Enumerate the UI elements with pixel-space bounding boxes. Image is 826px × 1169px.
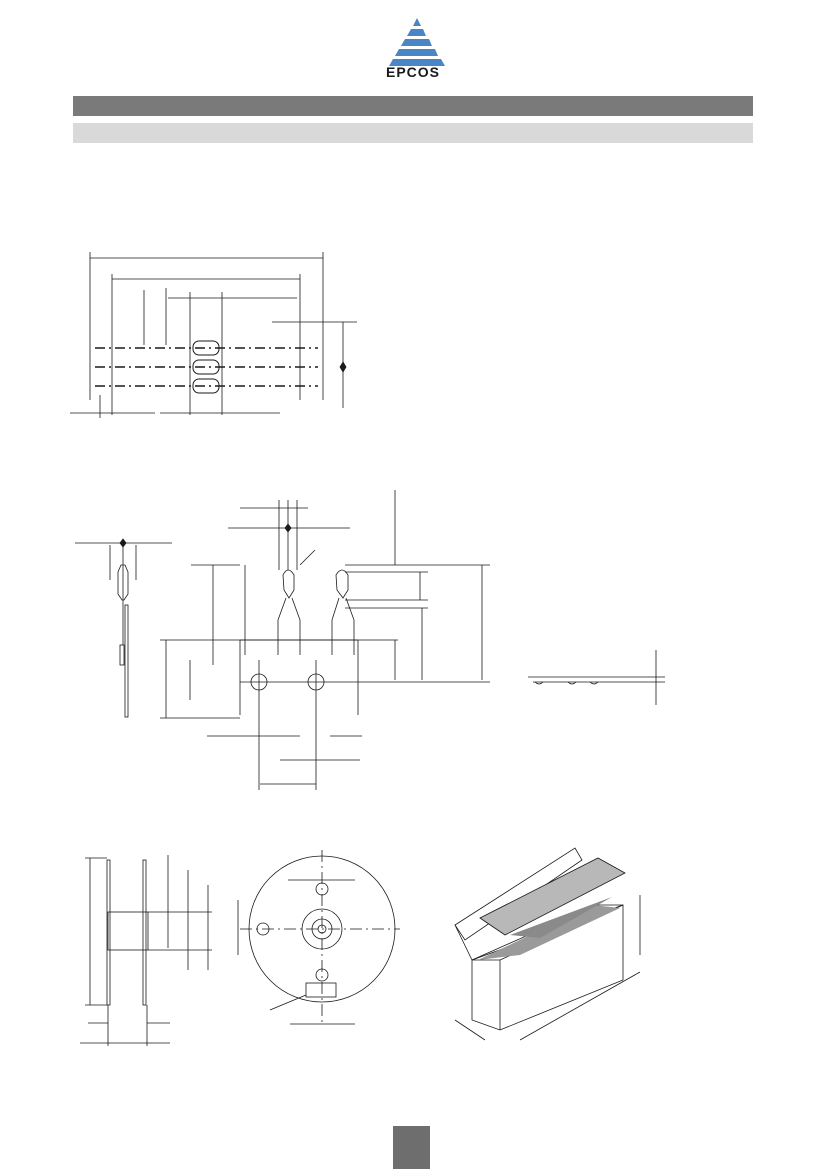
radial-front-drawing [160, 490, 490, 790]
axial-tape-drawing [70, 252, 357, 418]
header-bar-light [73, 123, 753, 143]
header-bar-dark [73, 96, 753, 116]
reel-side-drawing [80, 855, 212, 1046]
ammo-box-drawing [454, 847, 641, 1041]
reel-front-drawing [237, 850, 400, 1025]
brand-name: EPCOS [385, 64, 440, 80]
radial-side-drawing [75, 538, 172, 718]
epcos-logo-icon [389, 18, 445, 66]
tape-profile-drawing [528, 650, 665, 705]
page-number-tab [393, 1126, 430, 1169]
